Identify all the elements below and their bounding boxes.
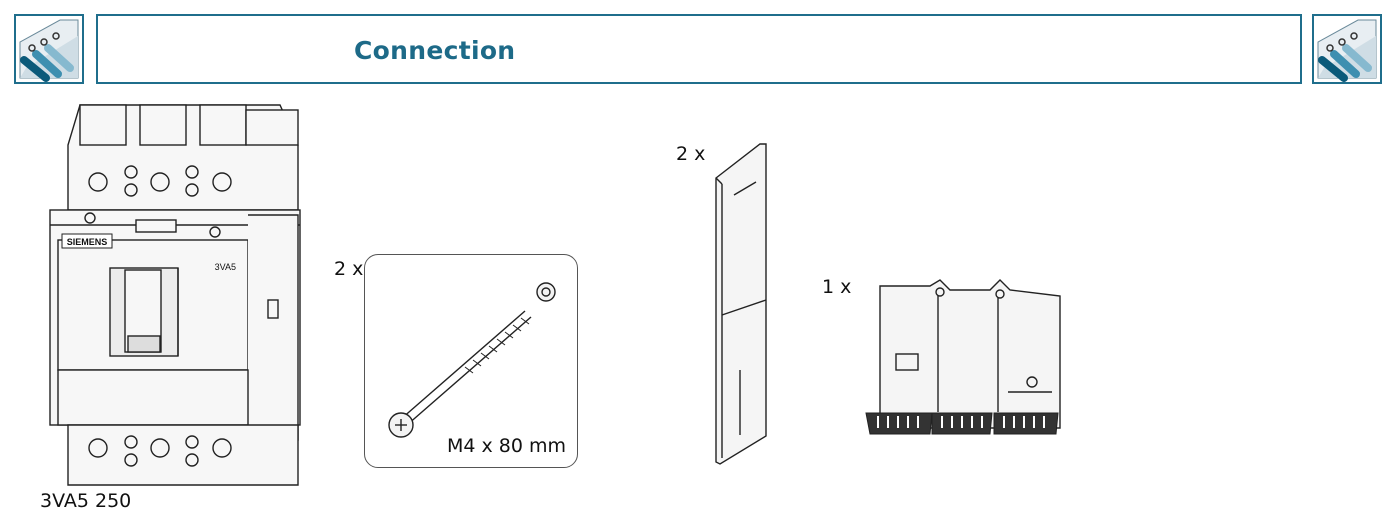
- siemens-logo: SIEMENS: [67, 237, 108, 247]
- page-title: Connection: [354, 36, 516, 65]
- cover-drawing: [715, 143, 767, 465]
- model-badge: 3VA5: [215, 262, 236, 272]
- screw-panel: M4 x 80 mm: [364, 254, 578, 468]
- terminal-cover-quantity: 1 x: [822, 276, 852, 298]
- screw-size: M4 x 80 mm: [447, 435, 567, 457]
- cable-connection-icon: [1317, 19, 1377, 82]
- cable-connection-icon-left: [14, 14, 84, 84]
- screw-quantity: 2 x: [334, 258, 364, 280]
- header-title-box: Connection: [96, 14, 1302, 84]
- terminal-cover-drawing: [865, 279, 1061, 435]
- screw-drawing: [388, 282, 556, 438]
- cable-connection-icon: [19, 19, 79, 82]
- cable-connection-icon-right: [1312, 14, 1382, 84]
- breaker-caption: 3VA5 250: [40, 490, 132, 512]
- circuit-breaker-drawing: SIEMENS 3VA5: [49, 104, 301, 486]
- cover-quantity: 2 x: [676, 143, 706, 165]
